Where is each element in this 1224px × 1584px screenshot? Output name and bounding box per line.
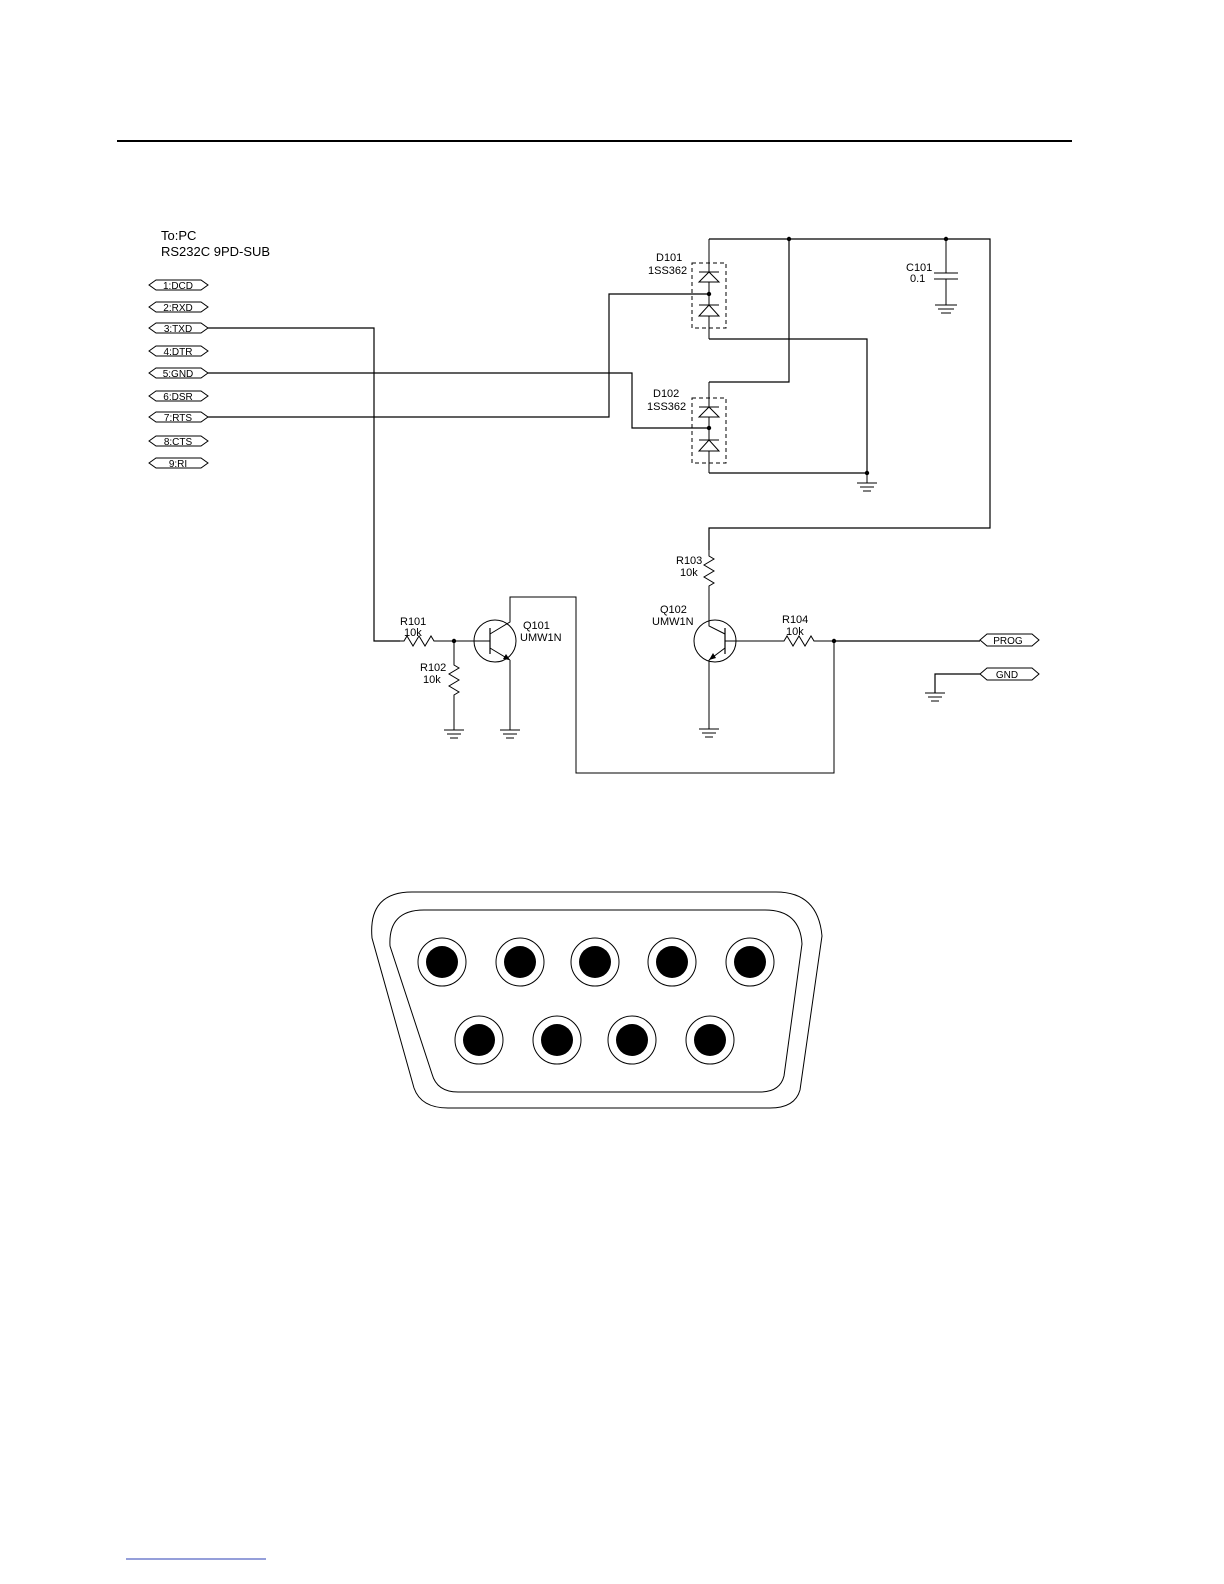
wire-gnd-out xyxy=(935,674,980,693)
wire-top-rail xyxy=(709,239,990,550)
wire-d102-top xyxy=(709,239,789,382)
pin-label: 6:DSR xyxy=(163,392,192,403)
pin-7-rts: 7:RTS xyxy=(149,412,208,424)
header-title: To:PC xyxy=(161,228,196,243)
d101-value: 1SS362 xyxy=(648,265,687,277)
d101-ref: D101 xyxy=(656,252,682,264)
pin-label: 8:CTS xyxy=(164,437,193,448)
d102-value: 1SS362 xyxy=(647,401,686,413)
pin-label: 3:TXD xyxy=(164,324,192,335)
capacitor-c101 xyxy=(934,239,958,313)
pin-label: 7:RTS xyxy=(164,413,192,424)
q102-value: UMW1N xyxy=(652,616,694,628)
pin-9-ri: 9:RI xyxy=(149,458,208,470)
db9-pin-icon xyxy=(726,938,774,986)
r103-ref: R103 xyxy=(676,555,702,567)
db9-pin-icon xyxy=(608,1016,656,1064)
ground-icon xyxy=(500,728,520,738)
pin-label: 4:DTR xyxy=(164,347,193,358)
r104-ref: R104 xyxy=(782,614,808,626)
wire-txd xyxy=(208,328,400,641)
q101-ref: Q101 xyxy=(523,620,550,632)
db9-pin-icon xyxy=(455,1016,503,1064)
ground-icon xyxy=(925,693,945,701)
port-gnd: GND xyxy=(980,668,1039,681)
resistor-r102 xyxy=(449,641,459,728)
ground-icon xyxy=(444,728,464,738)
db9-pin-icon xyxy=(418,938,466,986)
pin-label: 2:RXD xyxy=(163,303,192,314)
pin-label: 5:GND xyxy=(163,369,194,380)
pin-4-dtr: 4:DTR xyxy=(149,346,208,358)
pin-label: 9:RI xyxy=(169,459,187,470)
pin-5-gnd: 5:GND xyxy=(149,368,208,380)
wire-gnd xyxy=(208,373,709,428)
header-subtitle: RS232C 9PD-SUB xyxy=(161,244,270,259)
pin-8-cts: 8:CTS xyxy=(149,436,208,448)
r102-value: 10k xyxy=(423,674,441,686)
db9-pin-icon xyxy=(496,938,544,986)
pin-2-rxd: 2:RXD xyxy=(149,302,208,314)
pin-1-dcd: 1:DCD xyxy=(149,280,208,292)
pin-6-dsr: 6:DSR xyxy=(149,391,208,403)
pin-3-txd: 3:TXD xyxy=(149,323,208,335)
resistor-r103 xyxy=(704,550,714,614)
d102-ref: D102 xyxy=(653,388,679,400)
r104-value: 10k xyxy=(786,626,804,638)
port-prog: PROG xyxy=(980,634,1039,647)
db9-pin-icon xyxy=(571,938,619,986)
c101-value: 0.1 xyxy=(910,273,925,285)
r101-value: 10k xyxy=(404,627,422,639)
wire-rts xyxy=(208,294,709,417)
q101-value: UMW1N xyxy=(520,632,562,644)
db9-pin-icon xyxy=(648,938,696,986)
r102-ref: R102 xyxy=(420,662,446,674)
r103-value: 10k xyxy=(680,567,698,579)
prog-label: PROG xyxy=(993,636,1023,647)
q102-ref: Q102 xyxy=(660,604,687,616)
pin-label: 1:DCD xyxy=(163,281,193,292)
db9-pin-icon xyxy=(533,1016,581,1064)
gnd-label: GND xyxy=(996,670,1018,681)
transistor-q102 xyxy=(694,614,780,725)
wire-d101-bottom xyxy=(709,339,867,473)
diode-d101 xyxy=(692,239,726,339)
ground-icon xyxy=(699,725,719,737)
db9-connector-drawing xyxy=(372,892,822,1108)
ground-icon xyxy=(857,473,877,491)
db9-pin-icon xyxy=(686,1016,734,1064)
